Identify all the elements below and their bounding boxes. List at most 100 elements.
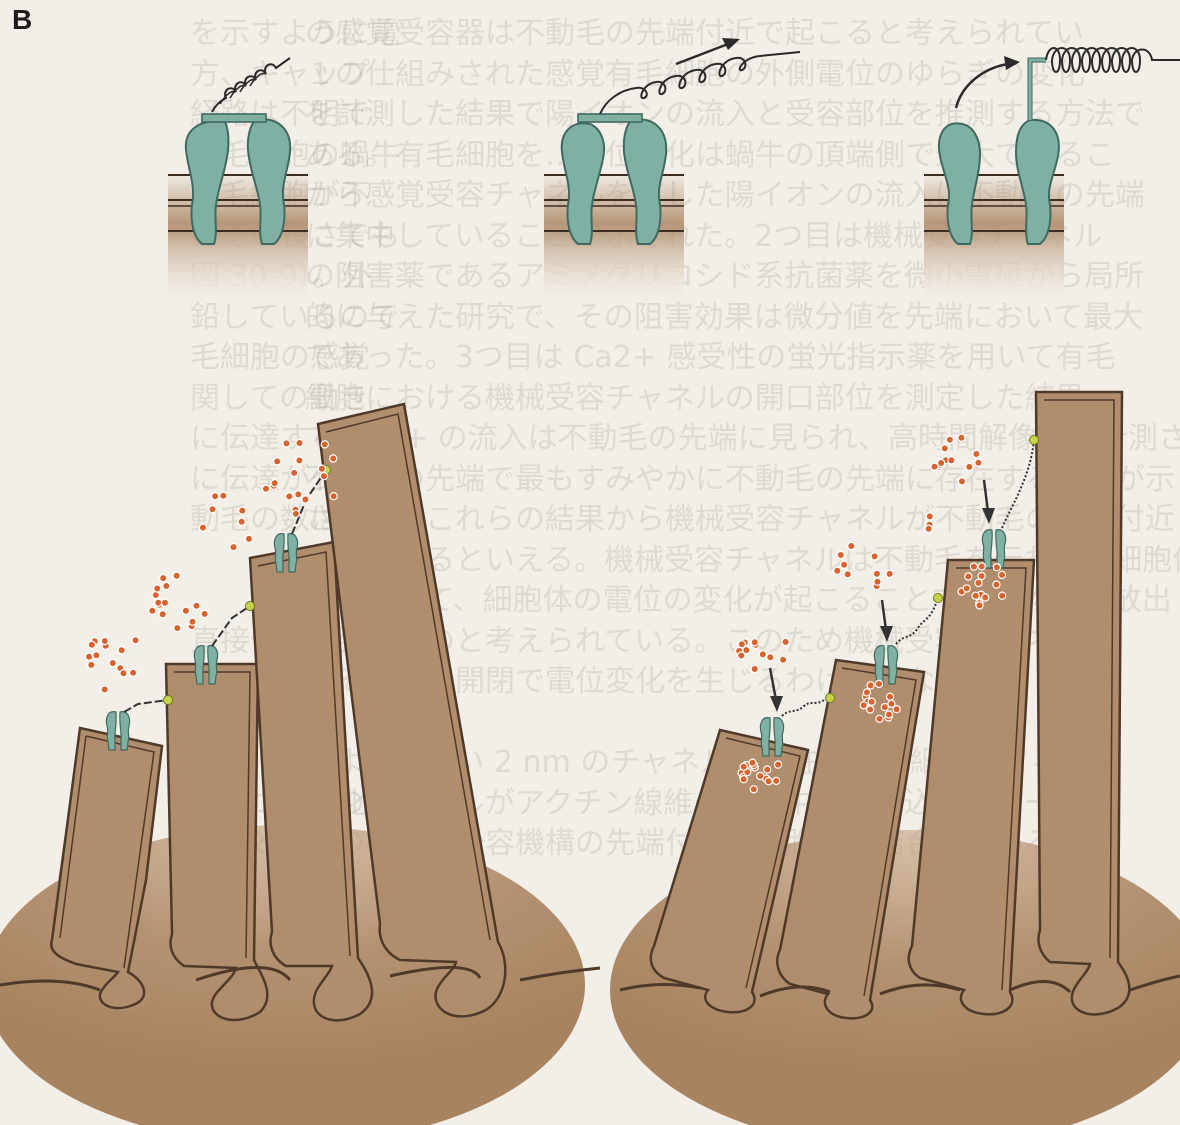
calcium-ion-icon [291,469,298,476]
calcium-ion-icon [230,544,237,551]
calcium-ion-icon [998,571,1005,578]
calcium-ion-icon [972,592,979,599]
calcium-ion-icon [302,496,309,503]
calcium-ion-icon [174,625,181,632]
calcium-ion-icon [871,553,878,560]
calcium-ion-icon [751,665,758,672]
calcium-ion-icon [201,610,208,617]
stereocilium [1036,392,1129,1014]
calcium-ion-icon [330,455,337,462]
hair-bundle-right [610,392,1180,1125]
calcium-ion-icon [993,581,1000,588]
calcium-ion-icon [161,599,168,606]
calcium-ion-icon [881,704,888,711]
calcium-ion-icon [782,638,789,645]
calcium-ion-icon [245,535,252,542]
calcium-ion-icon [93,652,100,659]
tip-link-spring-icon [212,58,290,112]
calcium-ion-icon [885,711,892,718]
calcium-ion-icon [88,641,95,648]
calcium-ion-icon [963,585,970,592]
calcium-ion-icon [975,579,982,586]
calcium-ion-icon [740,776,747,783]
calcium-ion-icon [271,480,278,487]
calcium-ion-icon [286,493,293,500]
calcium-ion-icon [775,761,782,768]
calcium-ion-icon [149,607,156,614]
calcium-ion-icon [975,459,982,466]
calcium-ion-icon [296,439,303,446]
calcium-ion-icon [948,457,955,464]
calcium-ion-icon [262,485,269,492]
calcium-ion-icon [834,567,841,574]
arrow-icon [956,56,1020,108]
calcium-ion-icon [848,542,855,549]
calcium-ion-icon [938,459,945,466]
calcium-ion-icon [132,637,139,644]
calcium-ion-icon [750,786,757,793]
channel-closeup-closed [168,58,308,300]
calcium-ion-icon [189,618,196,625]
calcium-ion-icon [931,463,938,470]
calcium-ion-icon [749,759,756,766]
calcium-ion-icon [958,478,965,485]
calcium-ion-icon [321,441,328,448]
calcium-ion-icon [118,647,125,654]
calcium-ion-icon [966,463,973,470]
calcium-ion-icon [154,585,161,592]
calcium-ion-icon [946,436,953,443]
calcium-ion-icon [886,570,893,577]
calcium-ion-icon [886,693,893,700]
calcium-ion-icon [159,611,166,618]
calcium-ion-icon [868,698,875,705]
calcium-ion-icon [239,507,246,514]
calcium-ion-icon [757,772,764,779]
calcium-ion-icon [274,458,281,465]
calcium-ion-icon [888,700,895,707]
calcium-ion-icon [976,602,983,609]
calcium-ion-icon [751,639,758,646]
calcium-ion-icon [209,506,216,513]
calcium-ion-icon [283,440,290,447]
tip-link-spring-icon [1046,48,1180,72]
calcium-ion-icon [973,450,980,457]
calcium-ion-icon [863,689,870,696]
calcium-ion-icon [993,564,1000,571]
calcium-ion-icon [101,637,108,644]
calcium-ion-icon [925,525,932,532]
channel-closeup-open [924,48,1180,300]
calcium-ion-icon [320,473,327,480]
calcium-ion-icon [130,669,137,676]
calcium-ion-icon [765,778,772,785]
calcium-ion-icon [941,445,948,452]
calcium-ion-icon [978,563,985,570]
calcium-ion-icon [773,777,780,784]
calcium-ion-icon [860,702,867,709]
calcium-ion-icon [867,682,874,689]
channel-closeup-opening [544,38,800,300]
calcium-ion-icon [875,680,882,687]
calcium-ion-icon [999,592,1006,599]
calcium-ion-icon [767,654,774,661]
calcium-ion-icon [841,561,848,568]
calcium-ion-icon [120,670,127,677]
calcium-ion-icon [926,513,933,520]
calcium-ion-icon [101,686,108,693]
calcium-ion-icon [318,465,325,472]
calcium-ion-icon [295,491,302,498]
calcium-ion-icon [978,572,985,579]
calcium-ion-icon [873,570,880,577]
calcium-ion-icon [173,572,180,579]
calcium-ion-icon [970,563,977,570]
calcium-ion-icon [220,492,227,499]
calcium-ion-icon [780,656,787,663]
calcium-ion-icon [199,524,206,531]
calcium-ion-icon [160,575,167,582]
tip-link-spring-icon [600,52,800,114]
calcium-ion-icon [292,510,299,517]
calcium-ion-icon [296,457,303,464]
hair-bundle-left [0,404,600,1125]
calcium-ion-icon [982,594,989,601]
calcium-ion-icon [844,571,851,578]
calcium-ion-icon [759,651,766,658]
